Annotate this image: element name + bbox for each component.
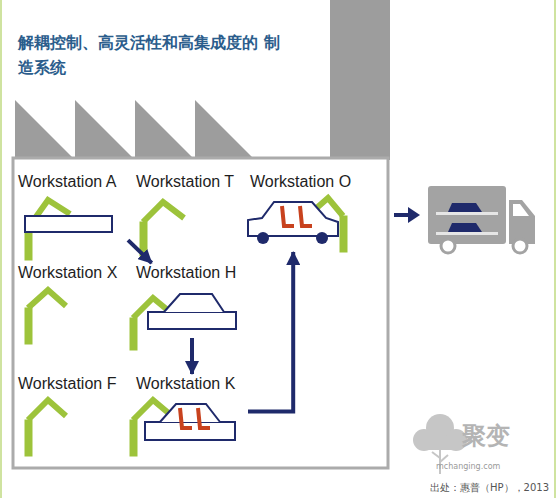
watermark-cloud (413, 414, 467, 451)
truck-car (448, 223, 482, 232)
robot-arm (28, 290, 66, 308)
truck-car (448, 203, 482, 212)
workstation-node: Workstation H (136, 263, 248, 338)
output-arrow (394, 213, 410, 217)
robot-group (25, 198, 347, 456)
watermark-text: mchanging.com (436, 462, 500, 471)
workstation-label: Workstation O (250, 172, 385, 192)
car-shell (160, 404, 220, 422)
robot-base (25, 308, 32, 344)
flow-arrow (128, 240, 152, 263)
car-seat (180, 408, 192, 428)
car-chassis (145, 422, 235, 440)
watermark-text: 出处：惠普（HP），2013 (430, 481, 549, 495)
workstation-label: Workstation F (18, 374, 128, 394)
diagram-title: 解耦控制、高灵活性和高集成度的 制造系统 (18, 30, 280, 80)
car-wheel (257, 232, 269, 244)
workstation-node: Workstation F (18, 374, 128, 454)
workstation-label: Workstation K (136, 374, 248, 394)
roof-tooth (195, 100, 253, 158)
car-shell (164, 294, 224, 312)
workstation-node: Workstation O (250, 172, 385, 252)
car-seat (282, 206, 294, 226)
truck-shelf (436, 232, 498, 235)
workstation-label: Workstation H (136, 263, 248, 283)
truck-wheel (441, 239, 455, 253)
robot-base (140, 222, 147, 256)
tree-branch (440, 455, 448, 462)
car-seat (198, 408, 210, 428)
car-body (248, 202, 338, 236)
watermark-text: 聚变 (462, 420, 510, 452)
robot-base (340, 216, 347, 252)
tree-branch (432, 452, 440, 458)
page-edge (0, 0, 2, 498)
robot-base (25, 420, 32, 456)
chimney (330, 0, 390, 160)
truck-window (513, 204, 529, 216)
workstation-node: Workstation X (18, 263, 128, 338)
robot-base (130, 318, 137, 350)
car-seat (300, 206, 312, 226)
page-edge (554, 0, 556, 498)
cloud-blob (424, 436, 456, 450)
roof-tooth (15, 100, 73, 158)
factory-wall (13, 158, 388, 468)
robot-arm (28, 400, 66, 420)
truck-cargo (428, 186, 506, 244)
car-wheel (316, 232, 328, 244)
workstation-label: Workstation X (18, 263, 128, 283)
roof-tooth (135, 100, 193, 158)
output-arrow-head (408, 207, 420, 223)
workstation-node: Workstation K (136, 374, 248, 449)
flow-arrow (248, 252, 293, 412)
flow-arrow (190, 338, 194, 374)
workstation-node: Workstation A (18, 172, 128, 264)
car-group (25, 202, 338, 440)
robot-base (130, 420, 137, 456)
truck-shelf (436, 212, 498, 215)
workstation-label: Workstation A (18, 172, 128, 192)
truck-cab (509, 200, 535, 244)
roof-tooth (75, 100, 133, 158)
workstation-node: Workstation T (136, 172, 246, 242)
seat-group (180, 206, 312, 428)
wheel-group (257, 232, 328, 244)
truck-wheel (513, 239, 527, 253)
car-chassis (25, 216, 112, 232)
workstation-label: Workstation T (136, 172, 246, 192)
car-chassis (148, 312, 236, 329)
robot-arm (143, 202, 184, 222)
